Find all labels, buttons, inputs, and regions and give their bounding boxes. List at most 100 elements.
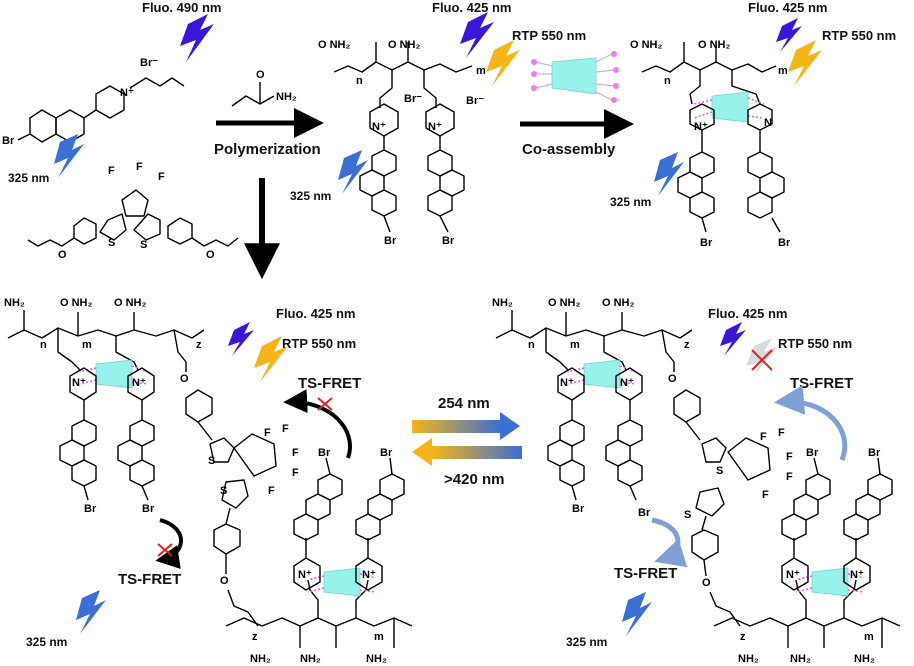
fluorine-atom: F: [292, 447, 299, 459]
amine-group: NH₂: [366, 653, 387, 665]
sulfur-atom: S: [208, 455, 215, 467]
amine-group: NH₂: [276, 91, 297, 103]
repeat-unit-z: z: [740, 631, 746, 643]
bromine-atom: Br: [384, 235, 397, 247]
co-assembly-arrow: Co-assembly: [520, 51, 634, 158]
fluo-490-label: Fluo. 490 nm: [142, 0, 221, 15]
fluo-425-label: Fluo. 425 nm: [708, 306, 787, 321]
acrylamide-reagent: O NH₂: [231, 69, 297, 107]
cyclodextrin-host-icon: [531, 51, 619, 103]
polymer-pam-pyridinium: n m O NH₂ O NH₂ N⁺ N⁺ Br⁻ Br⁻ Br Br: [318, 39, 486, 247]
pyridinium-nitrogen: N⁺: [560, 377, 574, 389]
repeat-unit-m: m: [778, 65, 788, 77]
fluorine-atom: F: [762, 489, 769, 501]
curved-arrow-icon: [651, 517, 688, 568]
bromine-atom: Br: [84, 503, 97, 515]
bromine-atom: Br: [380, 447, 393, 459]
fluorine-atom: F: [108, 165, 115, 177]
pyridinium-nitrogen: N⁺: [120, 87, 134, 99]
amide-group: O NH₂: [698, 39, 731, 51]
fluorine-atom: F: [292, 467, 299, 479]
ts-fret-label: TS-FRET: [614, 565, 677, 582]
oxygen-atom: O: [220, 575, 229, 587]
pyridinium-nitrogen: N⁺: [372, 121, 386, 133]
pyridinium-nitrogen: N⁺: [72, 377, 86, 389]
closed-form-network: n m z NH₂ O NH₂ O NH₂ N⁺ N⁺ Br Br O S: [492, 297, 901, 665]
lightning-bolt-icon: [254, 336, 288, 382]
amide-group: O NH₂: [388, 39, 421, 51]
fluorine-atom: F: [778, 427, 785, 439]
bromine-atom: Br: [806, 447, 819, 459]
oxygen-atom: O: [180, 373, 189, 385]
amine-group: NH₂: [738, 653, 759, 665]
bromine-atom: Br: [142, 503, 155, 515]
uv-254-label: 254 nm: [438, 395, 490, 412]
ts-fret-label: TS-FRET: [790, 375, 853, 392]
lightning-bolt-icon: [54, 134, 84, 178]
bromine-atom: Br: [700, 237, 713, 249]
amide-group: O NH₂: [60, 297, 93, 309]
lightning-bolt-icon: [76, 590, 106, 634]
sulfur-atom: S: [684, 509, 691, 521]
amine-group: NH₂: [492, 297, 513, 309]
diarylethene-crosslinker: F F F S S O O: [27, 161, 239, 261]
amine-group: NH₂: [4, 297, 25, 309]
excitation-325-label: 325 nm: [26, 635, 67, 649]
lightning-bolt-icon: [460, 12, 494, 58]
amide-group: O NH₂: [114, 297, 147, 309]
pyridinium-nitrogen: N⁺: [428, 121, 442, 133]
curved-arrow-icon: [155, 518, 183, 569]
cross-mark-icon: [157, 543, 173, 557]
oxygen-atom: O: [58, 249, 67, 261]
vis-420-label: >420 nm: [444, 471, 504, 488]
excitation-325-label: 325 nm: [290, 189, 331, 203]
lightning-bolt-icon: [654, 152, 684, 196]
bromine-atom: Br: [318, 447, 331, 459]
bromine-atom: Br: [442, 235, 455, 247]
repeat-unit-m: m: [374, 631, 384, 643]
rtp-550-label: RTP 550 nm: [778, 336, 852, 351]
repeat-unit-n: n: [356, 75, 363, 87]
monomer-naphthylpyridinium: Br N⁺ Br⁻: [2, 57, 185, 147]
amide-group: O NH₂: [602, 297, 635, 309]
bromine-atom: Br: [778, 237, 791, 249]
pyridinium-nitrogen: N⁺: [620, 377, 634, 389]
oxygen-atom: O: [668, 373, 677, 385]
photoswitch-arrows: 254 nm >420 nm: [412, 395, 522, 488]
reaction-arrow-icon: [500, 412, 520, 440]
pyridinium-nitrogen: N⁺: [850, 569, 864, 581]
repeat-unit-m: m: [570, 339, 580, 351]
fluo-425-label: Fluo. 425 nm: [748, 0, 827, 15]
pyridinium-nitrogen: N⁺: [362, 569, 376, 581]
amine-group: NH₂: [790, 653, 811, 665]
oxygen-atom: O: [206, 249, 215, 261]
bromine-atom: Br: [868, 447, 881, 459]
amine-group: NH₂: [250, 653, 271, 665]
rtp-550-label: RTP 550 nm: [282, 336, 356, 351]
bromide-counterion: Br⁻: [140, 57, 158, 69]
ts-fret-label: TS-FRET: [298, 375, 361, 392]
polymerization-arrow: Polymerization: [214, 108, 324, 158]
sulfur-atom: S: [108, 237, 115, 249]
repeat-unit-n: n: [528, 339, 535, 351]
sulfur-atom: S: [140, 239, 147, 251]
lightning-bolt-icon: [338, 150, 368, 194]
fluorine-atom: F: [268, 485, 275, 497]
bromine-atom: Br: [638, 507, 651, 519]
excitation-325-top-left: 325 nm: [8, 134, 84, 185]
amine-group: NH₂: [854, 653, 875, 665]
repeat-unit-n: n: [40, 339, 47, 351]
oxygen-atom: O: [256, 69, 265, 81]
co-assembly-label: Co-assembly: [522, 141, 616, 158]
excitation-325-label: 325 nm: [566, 635, 607, 649]
fluo-425-label: Fluo. 425 nm: [276, 306, 355, 321]
bromide-counterion: Br⁻: [404, 93, 422, 105]
lightning-bolt-icon: [776, 18, 802, 52]
fluorine-atom: F: [264, 427, 271, 439]
repeat-unit-z: z: [684, 339, 690, 351]
lightning-bolt-icon: [622, 592, 652, 636]
amide-group: O NH₂: [630, 39, 663, 51]
repeat-unit-m: m: [476, 65, 486, 77]
polymer-cyclodextrin-assembly: n m O NH₂ O NH₂ N⁺ N Br Br: [630, 39, 791, 249]
curved-arrow-icon: [283, 389, 352, 459]
